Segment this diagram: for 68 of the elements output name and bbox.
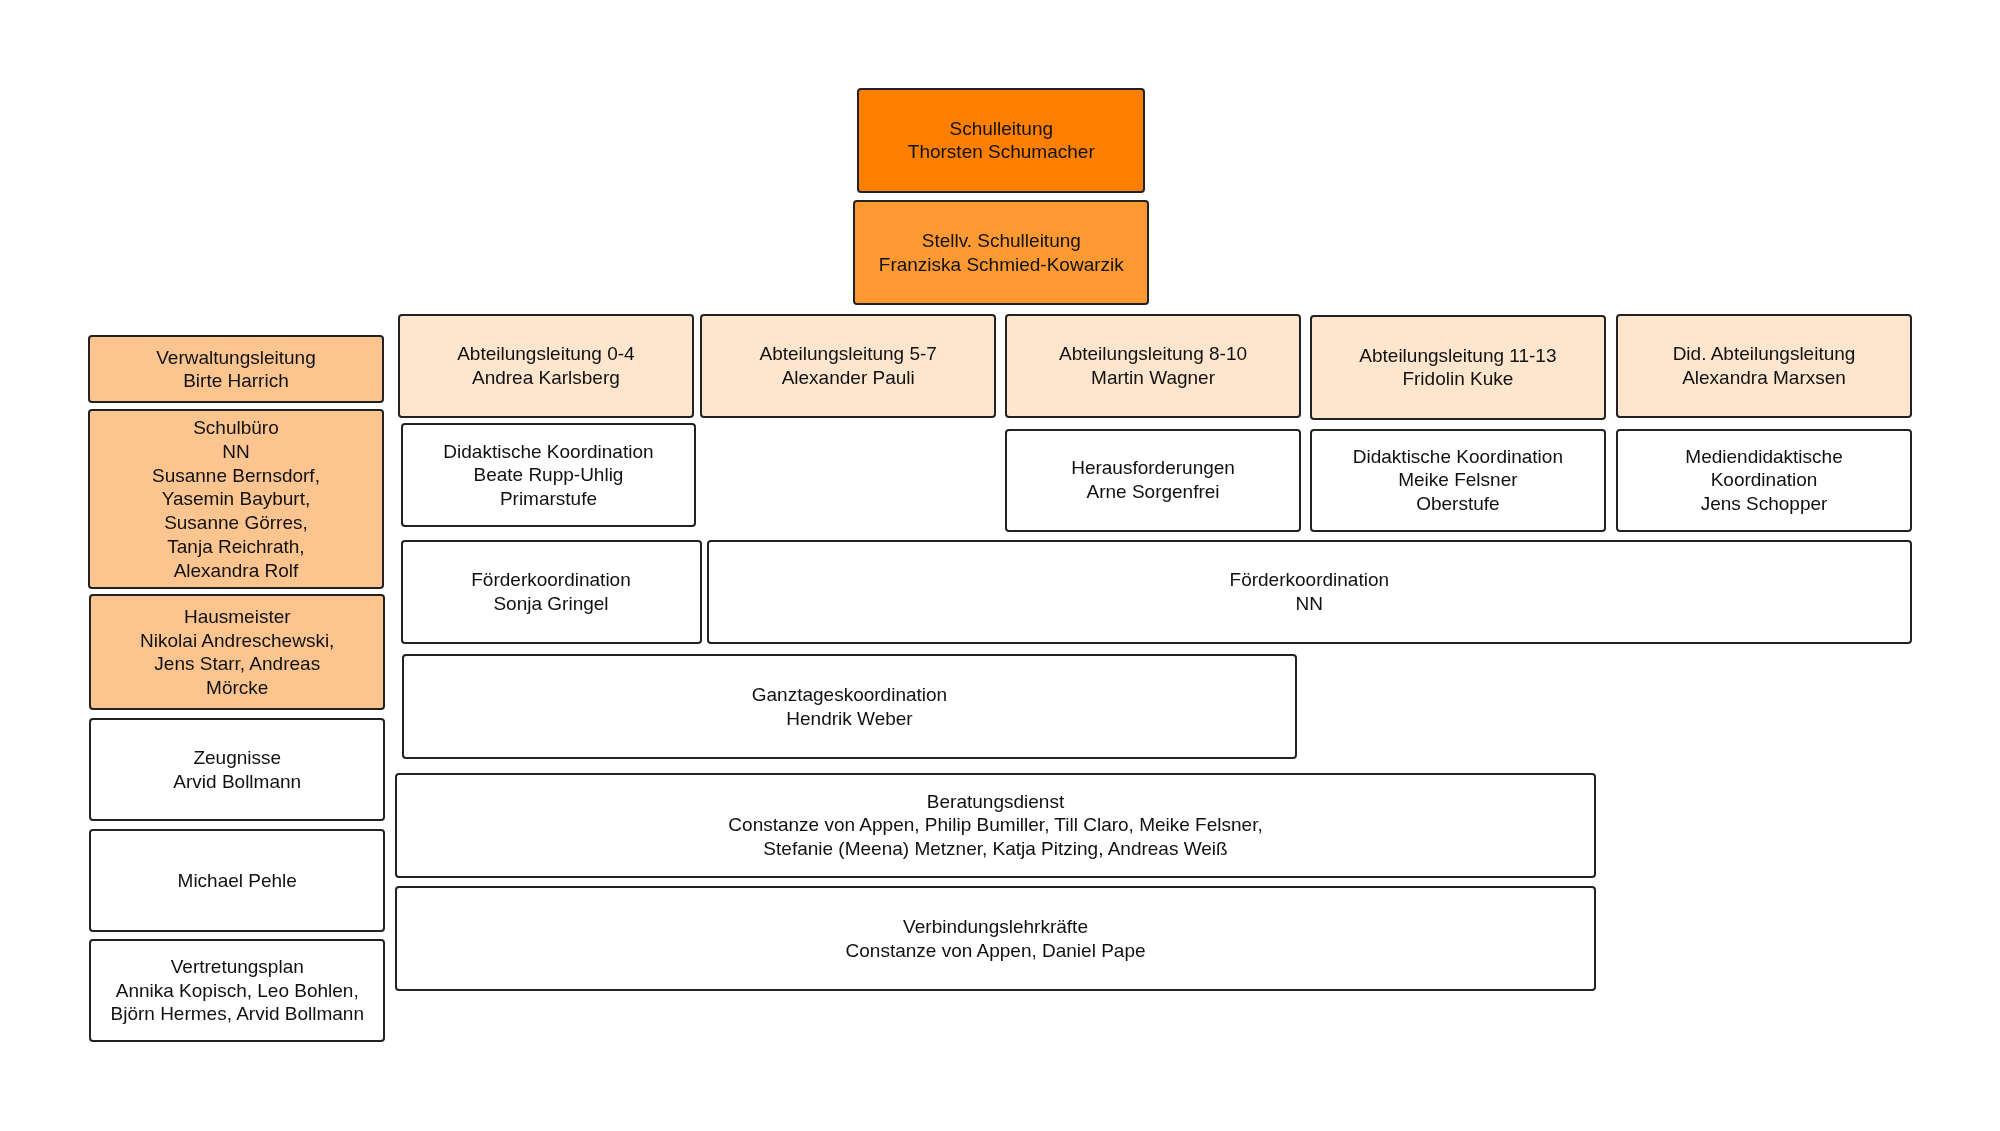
role-title: Didaktische Koordination (443, 439, 654, 464)
person-names: Birte Harrich (183, 369, 289, 393)
role-title: Did. Abteilungsleitung (1672, 342, 1856, 367)
person-names: Hendrik Weber (786, 706, 913, 731)
org-box (89, 829, 386, 933)
role-title: Hausmeister (183, 604, 291, 629)
org-box (1309, 428, 1606, 532)
org-box (88, 335, 384, 404)
person-names: Thorsten Schumacher (907, 140, 1095, 165)
org-box (853, 200, 1150, 305)
person-names: NN (1295, 591, 1323, 616)
org-box (706, 539, 1912, 645)
role-title: Didaktische Koordination (1352, 444, 1563, 469)
org-box (89, 938, 386, 1043)
person-names: Alexandra Marxsen (1682, 366, 1846, 390)
role-title: Abteilungsleitung 11-13 (1359, 343, 1557, 368)
role-title: Verwaltungsleitung (156, 345, 316, 370)
role-title: Beratungsdienst (926, 789, 1065, 814)
person-names: Jens Schopper (1700, 492, 1828, 516)
role-title: Abteilungsleitung 5-7 (759, 342, 937, 367)
person-names: Arvid Bollmann (173, 769, 302, 794)
role-title: Abteilungsleitung 0-4 (457, 342, 635, 367)
person-names: Constanze von Appen, Philip Bumiller, Till Claro, Meike Felsner, Stefanie (Meena) Metzner, Katja Pitzing, Andreas Weiß (727, 813, 1264, 861)
org-box (1309, 315, 1606, 420)
role-title: Herausforderungen (1071, 456, 1235, 481)
role-title: Stellv. Schulleitung (921, 228, 1081, 253)
role-title: Vertretungsplan (170, 954, 304, 979)
role-title: Michael Pehle (177, 868, 297, 893)
person-names: Martin Wagner (1091, 366, 1215, 390)
person-names: Beate Rupp-Uhlig (473, 463, 624, 487)
role-title: Förderkoordination (471, 568, 631, 592)
role-title: Schulbüro (193, 416, 279, 440)
person-names: Constanze von Appen, Daniel Pape (845, 938, 1146, 963)
person-names: Nikolai Andreschewski, Jens Starr, Andreas Mörcke (139, 628, 336, 700)
person-names: Annika Kopisch, Leo Bohlen, Björn Hermes, Arvid Bollmann (109, 978, 365, 1027)
org-box (88, 409, 384, 590)
person-names: Primarstufe (499, 487, 597, 511)
org-box (1616, 428, 1912, 532)
person-names: Franziska Schmied-Kowarzik (878, 252, 1124, 277)
org-box (89, 594, 386, 711)
org-box (401, 654, 1298, 759)
person-names: Arne Sorgenfrei (1086, 480, 1220, 504)
person-names: Meike Felsner (1398, 468, 1518, 493)
org-box (395, 772, 1596, 878)
person-names: Sonja Gringel (493, 591, 609, 616)
org-box (1005, 428, 1301, 532)
person-names: NN (222, 440, 250, 464)
role-title: Schulleitung (949, 116, 1054, 141)
role-title: Abteilungsleitung 8-10 (1059, 342, 1248, 367)
org-box (89, 718, 386, 822)
role-title: Zeugnisse (193, 746, 282, 770)
person-names: Oberstufe (1416, 492, 1500, 516)
org-box (400, 539, 702, 645)
person-names: Andrea Karlsberg (471, 366, 620, 390)
org-box (700, 313, 997, 419)
person-names: Fridolin Kuke (1402, 367, 1514, 392)
role-title: Förderkoordination (1229, 568, 1390, 592)
org-box (1616, 313, 1912, 419)
org-box (400, 423, 697, 527)
org-box (397, 313, 694, 419)
role-title: Verbindungslehrkräfte (903, 915, 1088, 939)
person-names: Alexander Pauli (781, 366, 915, 390)
role-title: Ganztageskoordination (751, 682, 948, 707)
person-names: Susanne Bernsdorf, Yasemin Bayburt, Susanne Görres, Tanja Reichrath, Alexandra Rolf (150, 463, 321, 583)
org-box (857, 88, 1146, 193)
org-box (395, 886, 1596, 992)
role-title: Mediendidaktische Koordination (1684, 444, 1844, 493)
org-box (1005, 313, 1301, 419)
